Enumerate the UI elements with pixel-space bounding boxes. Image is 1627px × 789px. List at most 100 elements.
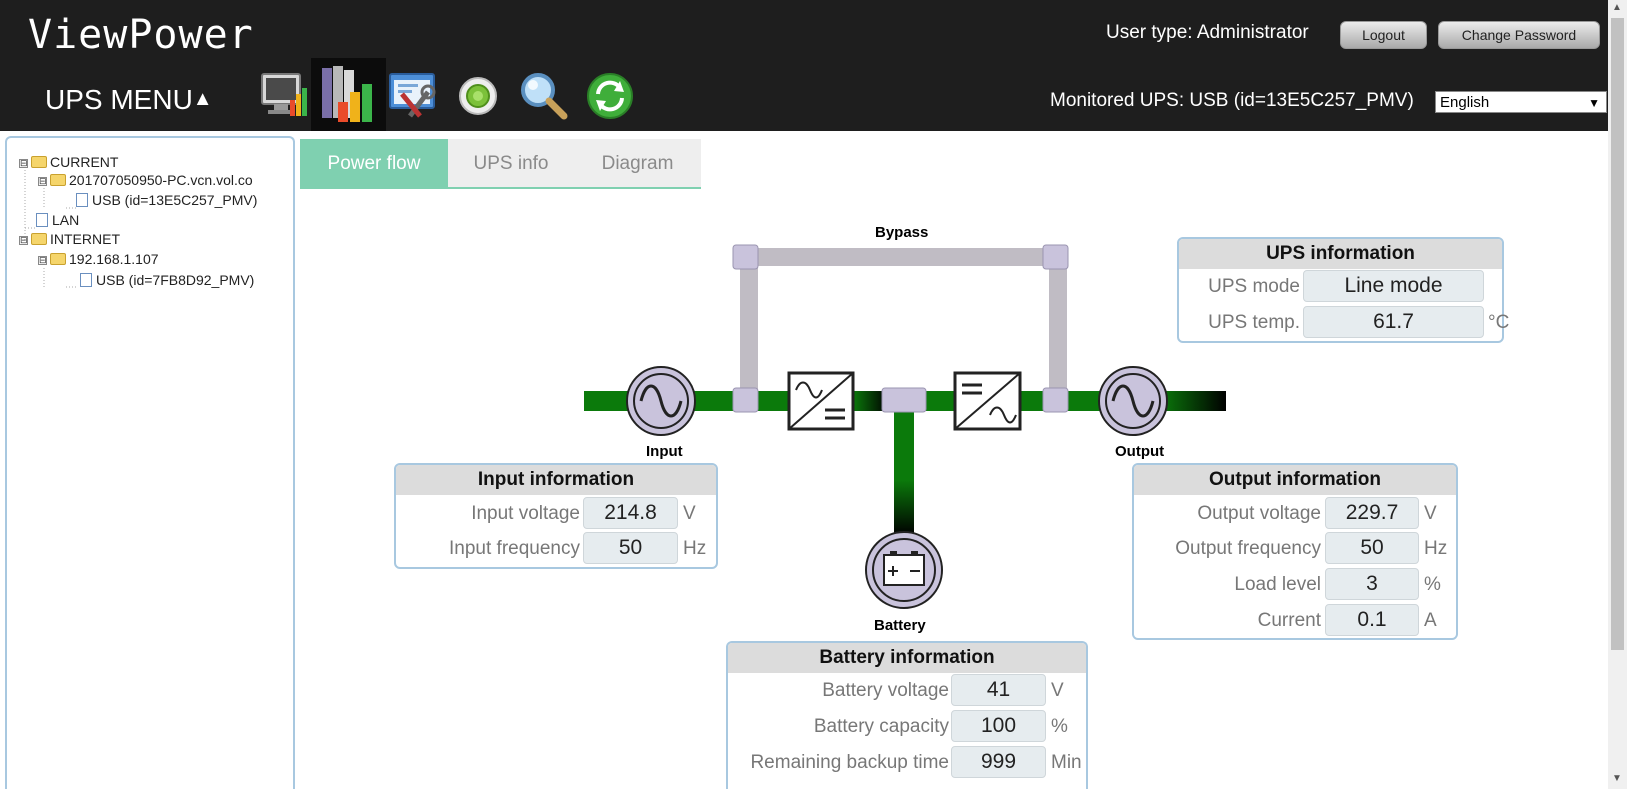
monitor-chart-icon[interactable]	[260, 70, 310, 120]
input-frequency-value: 50	[583, 532, 678, 564]
tree-node-ip[interactable]: ⊟ 192.168.1.107	[38, 250, 159, 268]
tree-node-internet[interactable]: ⊟ INTERNET	[19, 230, 120, 248]
input-label: Input	[646, 443, 683, 460]
language-select[interactable]: English ▼	[1435, 91, 1607, 113]
battery-line-fade	[894, 480, 914, 535]
ups-mode-label: UPS mode	[1208, 276, 1300, 297]
scroll-down-icon[interactable]: ▼	[1612, 773, 1622, 784]
battery-capacity-row: Battery capacity 100 %	[728, 710, 1086, 742]
folder-icon	[31, 156, 47, 168]
output-line	[1160, 391, 1226, 411]
input-voltage-label: Input voltage	[471, 503, 580, 524]
ups-mode-value: Line mode	[1303, 270, 1484, 302]
refresh-icon[interactable]	[586, 72, 634, 120]
monitored-ups-label: Monitored UPS: USB (id=13E5C257_PMV)	[1050, 90, 1414, 111]
output-frequency-row: Output frequency 50 Hz	[1134, 532, 1454, 564]
folder-icon	[50, 174, 66, 186]
tree-node-pc[interactable]: ⊟ 201707050950-PC.vcn.vol.co	[38, 171, 253, 189]
battery-voltage-value: 41	[951, 674, 1046, 706]
input-voltage-row: Input voltage 214.8 V	[396, 497, 716, 529]
document-icon	[80, 273, 92, 287]
collapse-icon[interactable]: ⊟	[38, 255, 47, 265]
ups-menu-label: UPS MENU	[45, 84, 193, 115]
load-level-label: Load level	[1234, 574, 1321, 595]
input-voltage-unit: V	[683, 503, 696, 524]
language-select-value: English	[1440, 94, 1490, 111]
output-frequency-value: 50	[1325, 532, 1419, 564]
panel-title: UPS information	[1179, 239, 1502, 269]
output-label: Output	[1115, 443, 1165, 460]
tab-diagram[interactable]: Diagram	[574, 139, 701, 189]
ups-temp-row: UPS temp. 61.7 °C	[1179, 306, 1509, 338]
tree-node-lan[interactable]: LAN	[36, 211, 79, 229]
document-icon	[36, 213, 48, 227]
vertical-scrollbar[interactable]: ▲ ▼	[1608, 0, 1627, 789]
scroll-up-icon[interactable]: ▲	[1612, 2, 1622, 13]
input-ac-icon	[626, 366, 696, 436]
rectifier-icon	[787, 371, 855, 431]
books-chart-icon[interactable]	[318, 64, 378, 126]
folder-icon	[31, 233, 47, 245]
output-voltage-unit: V	[1424, 503, 1437, 524]
battery-voltage-row: Battery voltage 41 V	[728, 674, 1086, 706]
battery-capacity-value: 100	[951, 710, 1046, 742]
input-voltage-value: 214.8	[583, 497, 678, 529]
ups-mode-row: UPS mode Line mode	[1179, 270, 1499, 302]
output-ac-icon	[1098, 366, 1168, 436]
change-password-button[interactable]: Change Password	[1438, 21, 1600, 49]
ups-menu-button[interactable]: UPS MENU▲	[45, 84, 213, 116]
app-title: ViewPower	[28, 12, 254, 58]
bypass-line-right	[1049, 258, 1067, 400]
current-row: Current 0.1 A	[1134, 604, 1454, 636]
line-to-inverter	[920, 391, 955, 411]
collapse-icon[interactable]: ⊟	[19, 235, 28, 245]
panel-title: Input information	[396, 465, 716, 495]
battery-voltage-label: Battery voltage	[822, 680, 949, 701]
remaining-backup-time-label: Remaining backup time	[750, 752, 949, 773]
bypass-node-top-right	[1042, 244, 1069, 270]
tree-node-label: 201707050950-PC.vcn.vol.co	[69, 172, 253, 188]
output-frequency-label: Output frequency	[1175, 538, 1321, 559]
load-level-row: Load level 3 %	[1134, 568, 1454, 600]
tree-node-label: INTERNET	[50, 231, 120, 247]
tree-node-usb-current[interactable]: USB (id=13E5C257_PMV)	[76, 191, 257, 209]
tab-underline	[300, 187, 701, 189]
battery-voltage-unit: V	[1051, 680, 1064, 701]
collapse-icon[interactable]: ⊟	[19, 158, 28, 168]
bypass-line-left	[740, 258, 758, 400]
tree-node-label: 192.168.1.107	[69, 251, 159, 267]
magnifier-icon[interactable]	[518, 70, 570, 122]
bypass-node-bottom-right	[1042, 387, 1069, 413]
tree-node-current[interactable]: ⊟CURRENT	[19, 153, 118, 171]
output-voltage-value: 229.7	[1325, 497, 1419, 529]
tools-settings-icon[interactable]	[388, 70, 438, 120]
tree-node-label: LAN	[52, 212, 80, 228]
bypass-node-top-left	[732, 244, 759, 270]
output-frequency-unit: Hz	[1424, 538, 1448, 559]
input-frequency-row: Input frequency 50 Hz	[396, 532, 716, 564]
triangle-up-icon: ▲	[192, 88, 213, 110]
tree-connector-lines	[24, 170, 78, 288]
document-icon	[76, 193, 88, 207]
tree-node-label: USB (id=7FB8D92_PMV)	[96, 272, 255, 288]
device-tree-panel	[5, 136, 295, 789]
tree-node-usb-internet[interactable]: USB (id=7FB8D92_PMV)	[80, 271, 254, 289]
current-unit: A	[1424, 610, 1437, 631]
folder-icon	[50, 253, 66, 265]
collapse-icon[interactable]: ⊟	[38, 176, 47, 186]
power-button-icon[interactable]	[458, 76, 498, 116]
battery-capacity-label: Battery capacity	[813, 716, 949, 737]
dropdown-arrow-icon: ▼	[1588, 96, 1600, 110]
header-bar: ViewPower User type: Administrator Logou…	[0, 0, 1608, 131]
tab-ups-info[interactable]: UPS info	[448, 139, 574, 189]
remaining-backup-time-unit: Min	[1051, 752, 1082, 773]
scroll-thumb[interactable]	[1611, 18, 1624, 650]
logout-button[interactable]: Logout	[1340, 21, 1427, 49]
tab-power-flow[interactable]: Power flow	[300, 139, 448, 189]
battery-icon	[865, 531, 943, 609]
input-frequency-label: Input frequency	[449, 538, 580, 559]
load-level-value: 3	[1325, 568, 1419, 600]
ups-temp-label: UPS temp.	[1208, 312, 1300, 333]
